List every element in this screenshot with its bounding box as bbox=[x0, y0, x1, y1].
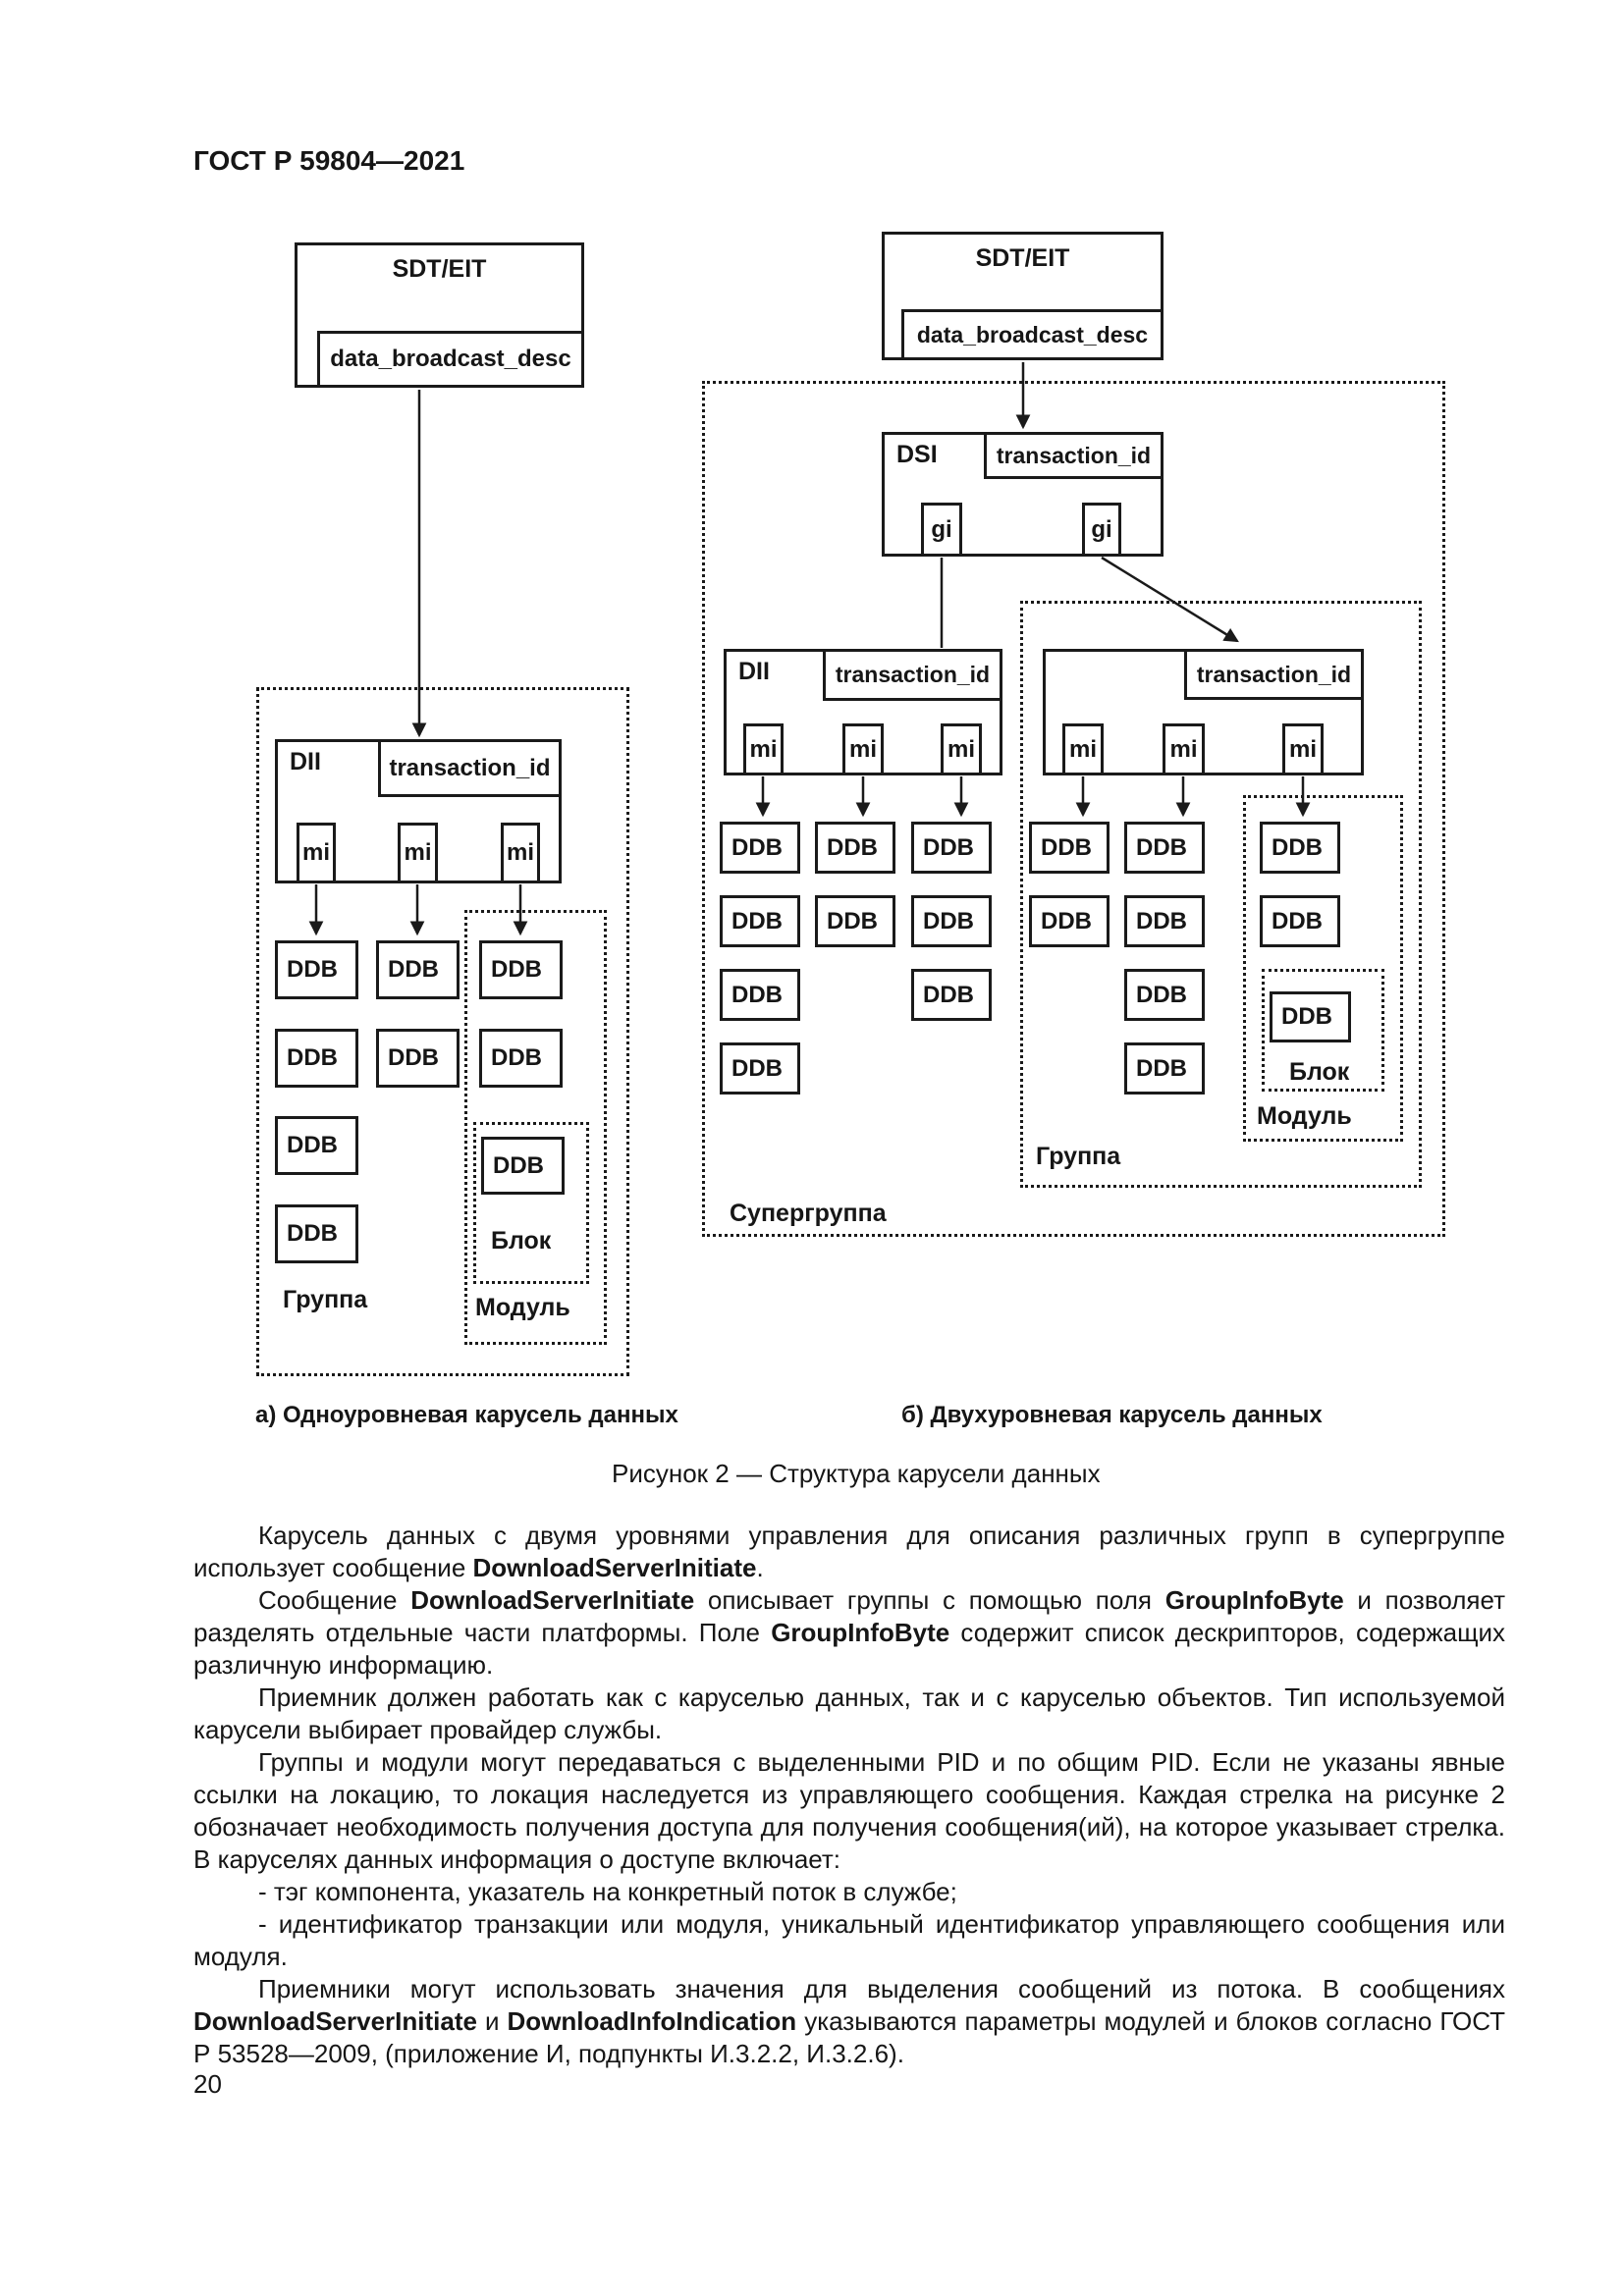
transaction-id-box-b1: transaction_id bbox=[823, 649, 1002, 701]
paragraph: - идентификатор транзакции или модуля, у… bbox=[193, 1908, 1505, 1973]
ddb-box: DDB bbox=[720, 895, 800, 947]
group-b-label: Группа bbox=[1036, 1143, 1121, 1170]
ddb-box: DDB bbox=[1124, 822, 1205, 874]
ddb-box: DDB bbox=[479, 1029, 563, 1088]
ddb-box: DDB bbox=[815, 822, 895, 874]
ddb-box: DDB bbox=[911, 822, 992, 874]
ddb-box: DDB bbox=[1029, 895, 1110, 947]
bold-term: DownloadServerInitiate bbox=[472, 1553, 757, 1582]
mi-box: mi bbox=[1062, 723, 1104, 775]
block-b-dotted-box bbox=[1262, 969, 1384, 1092]
text-run: Сообщение bbox=[258, 1585, 411, 1615]
ddb-box: DDB bbox=[1124, 969, 1205, 1021]
mi-box: mi bbox=[501, 823, 540, 883]
ddb-box: DDB bbox=[1029, 822, 1110, 874]
bold-term: DownloadServerInitiate bbox=[410, 1585, 695, 1615]
bold-term: DownloadInfoIndication bbox=[507, 2006, 797, 2036]
ddb-box: DDB bbox=[1270, 991, 1351, 1042]
paragraph: Группы и модули могут передаваться с выд… bbox=[193, 1746, 1505, 1876]
bold-term: GroupInfoByte bbox=[1164, 1585, 1344, 1615]
paragraph: Сообщение DownloadServerInitiate описыва… bbox=[193, 1584, 1505, 1682]
block-a-dotted-box bbox=[473, 1122, 589, 1284]
block-b-label: Блок bbox=[1289, 1058, 1350, 1086]
page-number: 20 bbox=[193, 2069, 222, 2099]
data-broadcast-desc-box-b: data_broadcast_desc bbox=[901, 309, 1164, 360]
ddb-box: DDB bbox=[1260, 895, 1340, 947]
text-run: содержит список дескрипторов, содержащих… bbox=[193, 1618, 1505, 1680]
mi-box: mi bbox=[297, 823, 336, 883]
text-run: Приемники могут использовать значения дл… bbox=[258, 1974, 1505, 2003]
ddb-box: DDB bbox=[720, 969, 800, 1021]
ddb-box: DDB bbox=[275, 940, 358, 999]
group-a-label: Группа bbox=[283, 1286, 368, 1313]
ddb-box: DDB bbox=[911, 895, 992, 947]
mi-box: mi bbox=[1163, 723, 1205, 775]
ddb-box: DDB bbox=[1124, 895, 1205, 947]
bold-term: DownloadServerInitiate bbox=[193, 2006, 477, 2036]
transaction-id-box-dsi: transaction_id bbox=[984, 432, 1164, 479]
text-run: Приемник должен работать как с каруселью… bbox=[193, 1682, 1505, 1744]
text-run: и bbox=[476, 2006, 508, 2036]
text-run: - тэг компонента, указатель на конкретны… bbox=[258, 1877, 957, 1906]
supergroup-label: Супергруппа bbox=[730, 1200, 887, 1227]
paragraph: Приемник должен работать как с каруселью… bbox=[193, 1682, 1505, 1746]
mi-box: mi bbox=[941, 723, 982, 775]
mi-box: mi bbox=[842, 723, 884, 775]
module-a-dotted-box bbox=[464, 910, 607, 1345]
mi-box: mi bbox=[743, 723, 784, 775]
ddb-box: DDB bbox=[376, 1029, 460, 1088]
ddb-box: DDB bbox=[815, 895, 895, 947]
text-run: указываются параметры модулей и блоков с… bbox=[193, 2006, 1505, 2068]
group-a-dotted-box bbox=[256, 687, 629, 1376]
module-b-dotted-box bbox=[1243, 795, 1403, 1142]
page-header: ГОСТ Р 59804—2021 bbox=[193, 145, 465, 176]
ddb-box: DDB bbox=[275, 1116, 358, 1175]
module-a-label: Модуль bbox=[475, 1294, 570, 1321]
paragraph: Карусель данных с двумя уровнями управле… bbox=[193, 1520, 1505, 1584]
ddb-box: DDB bbox=[479, 940, 563, 999]
text-run: и позволяет разделять отдельные части пл… bbox=[193, 1585, 1505, 1647]
data-broadcast-desc-box-a: data_broadcast_desc bbox=[317, 331, 584, 388]
transaction-id-box-a: transaction_id bbox=[378, 739, 562, 797]
mi-box: mi bbox=[398, 823, 438, 883]
transaction-id-box-b2: transaction_id bbox=[1184, 649, 1364, 700]
body-text: Карусель данных с двумя уровнями управле… bbox=[193, 1520, 1505, 2070]
supergroup-dotted-box bbox=[702, 381, 1445, 1237]
ddb-box: DDB bbox=[376, 940, 460, 999]
ddb-box: DDB bbox=[275, 1204, 358, 1263]
ddb-box: DDB bbox=[720, 1042, 800, 1095]
ddb-box: DDB bbox=[275, 1029, 358, 1088]
ddb-box: DDB bbox=[720, 822, 800, 874]
bold-term: GroupInfoByte bbox=[771, 1618, 950, 1647]
paragraph: - тэг компонента, указатель на конкретны… bbox=[193, 1876, 1505, 1908]
caption-b: б) Двухуровневая карусель данных bbox=[901, 1402, 1323, 1428]
paragraph: Приемники могут использовать значения дл… bbox=[193, 1973, 1505, 2070]
figure-caption: Рисунок 2 — Структура карусели данных bbox=[612, 1459, 1101, 1488]
text-run: Группы и модули могут передаваться с выд… bbox=[193, 1747, 1505, 1874]
text-run: . bbox=[756, 1553, 764, 1582]
ddb-box: DDB bbox=[481, 1137, 565, 1195]
text-run: описывает группы с помощью поля bbox=[694, 1585, 1165, 1615]
gi-box: gi bbox=[921, 503, 962, 557]
mi-box: mi bbox=[1282, 723, 1324, 775]
text-run: Карусель данных с двумя уровнями управле… bbox=[193, 1521, 1505, 1582]
text-run: - идентификатор транзакции или модуля, у… bbox=[193, 1909, 1505, 1971]
module-b-label: Модуль bbox=[1257, 1102, 1352, 1130]
ddb-box: DDB bbox=[911, 969, 992, 1021]
ddb-box: DDB bbox=[1260, 822, 1340, 874]
caption-a: а) Одноуровневая карусель данных bbox=[255, 1402, 678, 1428]
block-a-label: Блок bbox=[491, 1227, 552, 1255]
ddb-box: DDB bbox=[1124, 1042, 1205, 1095]
gi-box: gi bbox=[1082, 503, 1121, 557]
